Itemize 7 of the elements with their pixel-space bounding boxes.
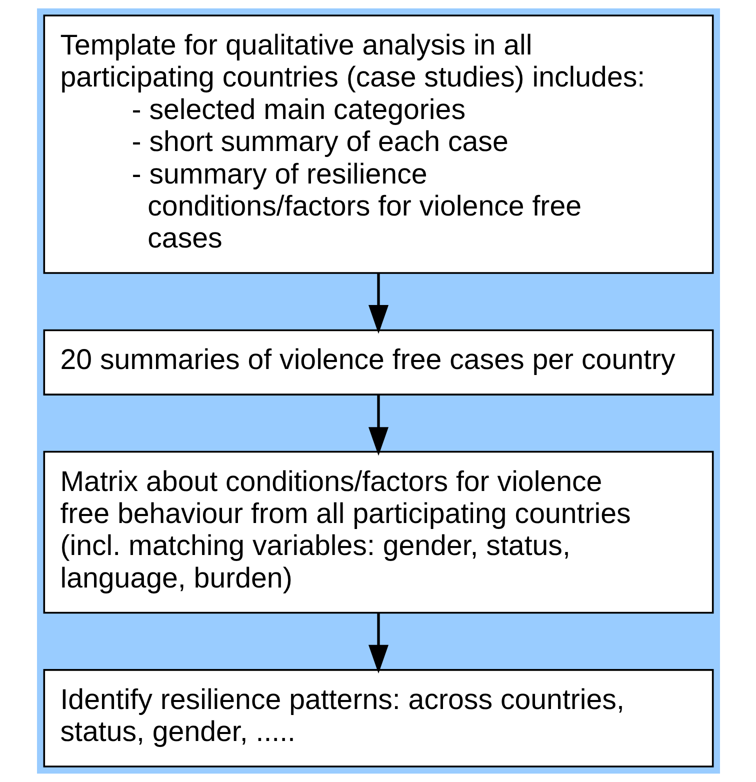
node-box: Template for qualitative analysis in all participating countries (case studies) includes: - selected main categories - short summary of each case - summary of resilience conditions/factors for violence free cases	[42, 14, 714, 274]
node-box: 20 summaries of violence free cases per country	[42, 329, 714, 396]
arrow	[368, 612, 388, 674]
arrow	[368, 394, 388, 456]
node-box: Identify resilience patterns: across countries, status, gender, .....	[42, 669, 714, 768]
node-box: Matrix about conditions/factors for violence free behaviour from all participating countries (incl. matching variables: gender, status, language, burden)	[42, 450, 714, 614]
arrow	[368, 273, 388, 334]
